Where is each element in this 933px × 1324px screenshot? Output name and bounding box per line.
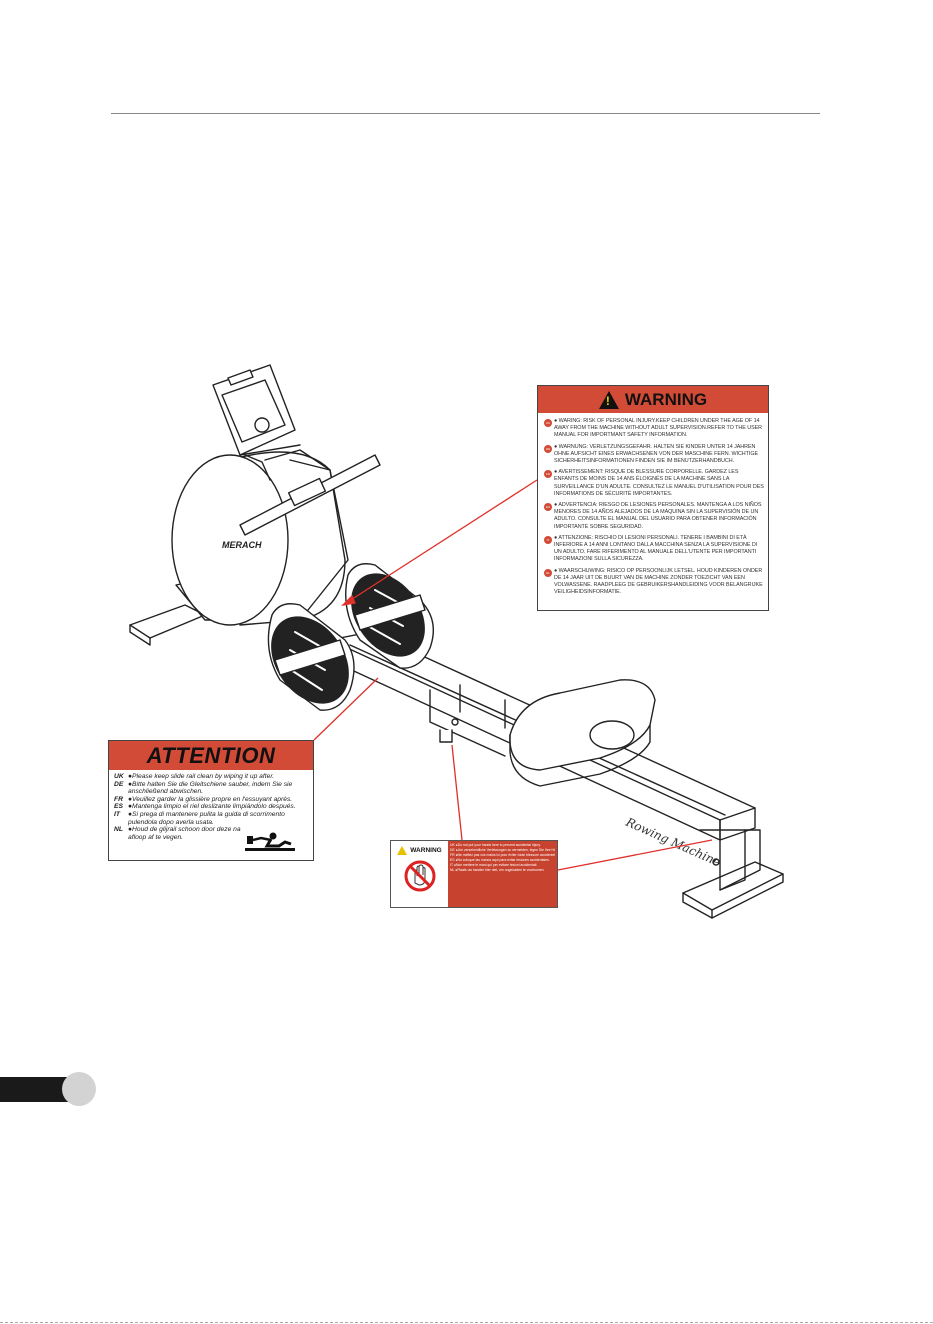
attention-item-fr: FR ●Veuillez garder la glissière propre … <box>114 796 309 804</box>
hand-warning-line: DE ●Um versehentliche Verletzungen zu ve… <box>450 847 555 852</box>
attention-item-text: ●Please keep slide rail clean by wiping … <box>128 773 275 780</box>
warning-item-text: ● WAARSCHUWING: RISICO OP PERSOONLIJK LE… <box>554 567 763 596</box>
warning-item-code: FR <box>544 470 552 479</box>
page-bottom-edge <box>0 1322 933 1323</box>
hand-warning-title: WARNING <box>410 847 442 854</box>
attention-item-code: DE <box>114 780 124 788</box>
rail-text: Rowing Machine <box>623 815 723 870</box>
warning-item-es: ES ● ADVERTENCIA: RIESGO DE LESIONES PER… <box>544 502 764 531</box>
hand-warning-line: IT ●Non mettere le mani qui per evitare … <box>450 862 538 867</box>
attention-item-de: DE ●Bitte halten Sie die Gleitschiene sa… <box>114 781 309 796</box>
attention-item-uk: UK ●Please keep slide rail clean by wipi… <box>114 773 309 781</box>
attention-label: ATTENTION UK ●Please keep slide rail cle… <box>108 740 314 861</box>
hand-warning-line: NL ●Plaats uw handen hier niet, om ongel… <box>450 867 545 872</box>
hand-warning-line: UK ●Do not put your hands here to preven… <box>450 843 541 847</box>
warning-item-code: UK <box>544 419 552 427</box>
tablet-holder <box>212 364 296 481</box>
attention-item-code: UK <box>114 773 124 780</box>
warning-label-title: WARNING <box>624 389 708 409</box>
warning-item-text: ● WARNUNG: VERLETZUNGSGEFAHR. HALTEN SIE… <box>554 443 759 465</box>
no-hands-icon <box>404 860 435 892</box>
warning-item-text: ● AVERTISSEMENT: RISQUE DE BLESSURE CORP… <box>554 469 764 497</box>
warning-item-de: DE ● WARNUNG: VERLETZUNGSGEFAHR. HALTEN … <box>544 444 764 466</box>
attention-item-text: ●Bitte halten Sie die Gleitschiene saube… <box>128 780 293 796</box>
attention-item-it: IT ●Si prega di mantenere pulita la guid… <box>114 811 309 826</box>
attention-item-text: ●Houd de glijrail schoon door deze na af… <box>128 826 241 841</box>
warning-item-uk: UK ● WARING: RISK OF PERSONAL INJURY.KEE… <box>544 418 764 440</box>
warning-triangle-icon <box>397 846 408 855</box>
hand-warning-text-panel: UK ●Do not put your hands here to preven… <box>448 841 557 907</box>
warning-triangle-icon <box>598 390 619 409</box>
hand-warning-line: ES ●No coloque las manos aquí para evita… <box>450 857 550 862</box>
warning-item-code: NL <box>544 568 552 577</box>
attention-item-text: ●Veuillez garder la glissière propre en … <box>128 795 293 803</box>
attention-item-code: FR <box>114 795 123 803</box>
flywheel-housing <box>171 444 349 626</box>
warning-item-text: ● WARING: RISK OF PERSONAL INJURY.KEEP C… <box>554 418 763 439</box>
attention-item-es: ES ●Mantenga limpio el riel deslizante l… <box>114 803 309 811</box>
rower-pictogram-icon <box>245 832 295 851</box>
attention-label-title: ATTENTION <box>109 741 313 770</box>
attention-item-code: NL <box>114 826 123 834</box>
hand-warning-title-row: WARNING <box>397 846 442 855</box>
warning-item-text: ● ATTENZIONE: RISCHIO DI LESIONI PERSONA… <box>554 534 758 563</box>
warning-item-fr: FR ● AVERTISSEMENT: RISQUE DE BLESSURE C… <box>544 469 764 498</box>
warning-item-code: DE <box>544 444 552 453</box>
brand-logo: MERACH <box>222 540 262 550</box>
seat <box>509 679 656 787</box>
warning-label: WARNING UK ● WARING: RISK OF PERSONAL IN… <box>537 385 769 611</box>
attention-item-code: IT <box>114 810 120 818</box>
left-foot-plate <box>267 603 355 711</box>
warning-item-text: ● ADVERTENCIA: RIESGO DE LESIONES PERSON… <box>554 502 762 530</box>
attention-item-nl: NL ●Houd de glijrail schoon door deze na… <box>114 826 242 841</box>
attention-label-body: UK ●Please keep slide rail clean by wipi… <box>109 770 313 841</box>
attention-item-text: ●Mantenga limpio el riel deslizante limp… <box>128 803 296 811</box>
warning-item-code: IT <box>544 535 552 544</box>
warning-item-code: ES <box>544 503 552 512</box>
callout-lines <box>313 479 713 871</box>
header-rule <box>111 113 820 114</box>
warning-item-nl: NL ● WAARSCHUWING: RISICO OP PERSOONLIJK… <box>544 568 764 597</box>
warning-item-it: IT ● ATTENZIONE: RISCHIO DI LESIONI PERS… <box>544 535 764 564</box>
page-number-circle <box>62 1072 96 1106</box>
handle-bar <box>239 454 381 536</box>
hand-warning-line: FR ●Ne mettez pas vos mains ici pour évi… <box>450 852 555 857</box>
attention-item-text: ●Si prega di mantenere pulita la guida d… <box>128 810 285 826</box>
attention-item-code: ES <box>114 803 123 811</box>
warning-label-body: UK ● WARING: RISK OF PERSONAL INJURY.KEE… <box>538 413 768 596</box>
hand-warning-sticker: WARNING UK ●Do not put your hands here t… <box>390 840 558 908</box>
hand-warning-left: WARNING <box>391 841 448 907</box>
warning-label-header: WARNING <box>538 386 768 413</box>
rear-stabilizer <box>682 861 784 919</box>
